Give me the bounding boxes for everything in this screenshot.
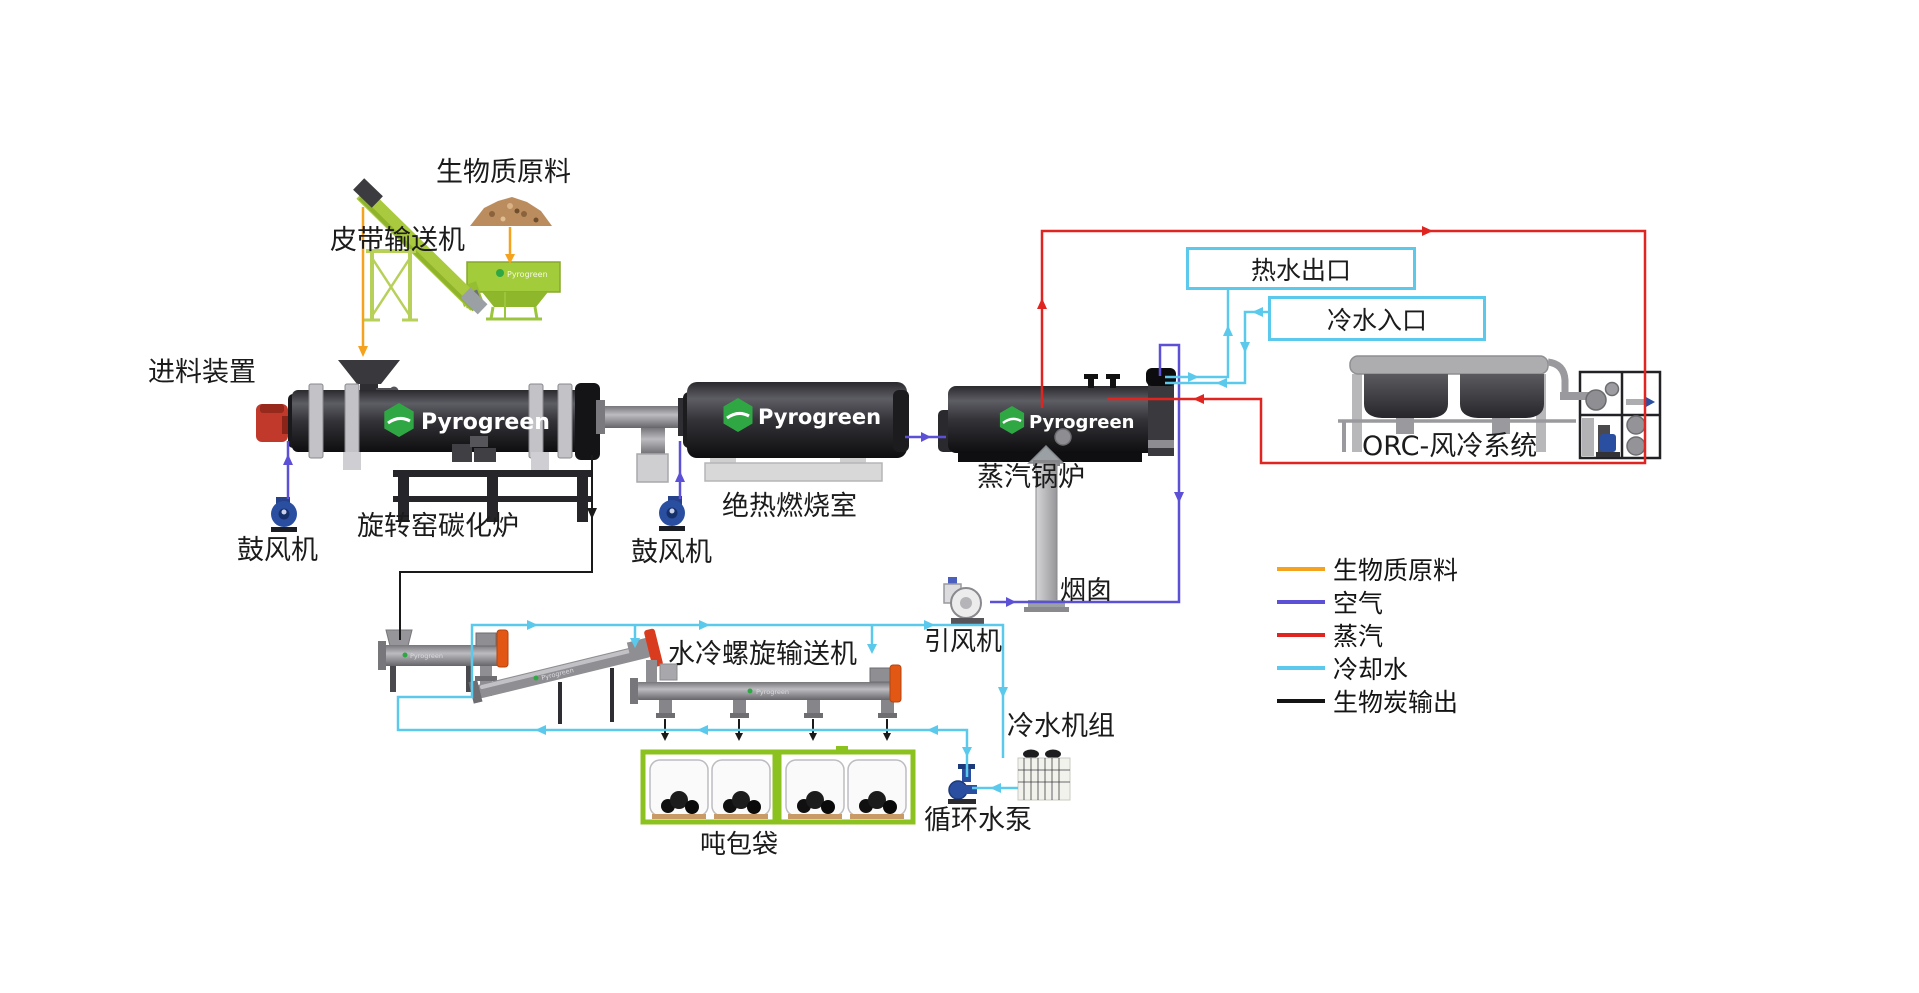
brand-text-screener: Pyrogreen: [507, 270, 548, 279]
bag-3: [785, 759, 845, 819]
label-belt-conveyor: 皮带输送机: [330, 225, 465, 256]
label-steam-boiler: 蒸汽锅炉: [977, 462, 1085, 493]
legend-swatch-biomass: [1277, 566, 1325, 571]
screening-machine: Pyrogreen: [457, 261, 561, 321]
cold-water-inlet-box: 冷水入口: [1268, 296, 1486, 341]
induced-draft-fan: [943, 577, 984, 624]
label-combustion-chamber: 绝热燃烧室: [722, 491, 857, 522]
biochar-arrows: [587, 508, 891, 741]
bag-2: [711, 759, 771, 819]
legend-item-biochar: 生物炭输出: [1277, 684, 1458, 717]
chiller-unit: [1017, 749, 1071, 801]
brand-text-boiler: Pyrogreen: [1029, 412, 1135, 433]
legend-item-cooling-water: 冷却水: [1277, 651, 1458, 684]
circulating-pump: [948, 764, 977, 804]
legend-label-cooling-water: 冷却水: [1333, 654, 1409, 684]
cooling-water-lines: [396, 286, 1268, 790]
screw-conveyor-a: Pyrogreen: [378, 629, 509, 696]
steam-arrows: [1037, 226, 1433, 404]
combustion-chamber: Pyrogreen: [683, 382, 909, 482]
steam-boiler: Pyrogreen: [938, 368, 1176, 462]
air-arrows: [283, 432, 1184, 607]
biomass-lines: [361, 207, 512, 350]
label-ton-bags: 吨包袋: [700, 830, 779, 860]
hot-water-outlet-box: 热水出口: [1186, 247, 1416, 290]
legend-label-air: 空气: [1333, 588, 1384, 618]
blower-left: [271, 497, 297, 532]
steam-lines: [1040, 229, 1647, 465]
legend-swatch-biochar: [1277, 698, 1325, 703]
screw-conveyor-c: Pyrogreen: [630, 664, 902, 718]
legend-swatch-cooling-water: [1277, 665, 1325, 670]
label-rotary-kiln: 旋转窑碳化炉: [357, 511, 519, 542]
label-feeding-device: 进料装置: [148, 357, 256, 388]
ton-bags: [640, 746, 916, 825]
label-chimney: 烟囱: [1060, 576, 1113, 606]
label-orc-system: ORC-风冷系统: [1362, 431, 1538, 462]
legend-item-air: 空气: [1277, 585, 1458, 618]
legend-swatch-air: [1277, 599, 1325, 604]
biomass-arrows: [358, 254, 515, 357]
burner: [256, 404, 288, 442]
label-blower-mid: 鼓风机: [631, 537, 712, 568]
biomass-pile: [470, 197, 552, 226]
label-screw-conveyor: 水冷螺旋输送机: [668, 639, 857, 670]
legend-swatch-steam: [1277, 632, 1325, 637]
legend-item-steam: 蒸汽: [1277, 618, 1458, 651]
kiln-exhaust-duct: [596, 398, 690, 483]
legend: 生物质原料 空气 蒸汽 冷却水 生物炭输出: [1277, 552, 1458, 717]
label-chiller-unit: 冷水机组: [1007, 711, 1115, 742]
blower-mid: [659, 496, 685, 531]
cold-water-inlet-text: 冷水入口: [1326, 305, 1427, 335]
legend-label-steam: 蒸汽: [1333, 621, 1384, 651]
orc-air-cooler: [1338, 355, 1576, 452]
bag-1: [649, 759, 709, 819]
brand-text-chamber: Pyrogreen: [758, 405, 881, 429]
cooling-water-arrows: [527, 307, 1263, 793]
belt-conveyor: [353, 178, 488, 322]
rotary-kiln: Pyrogreen: [256, 383, 600, 522]
bag-4: [847, 759, 907, 819]
label-biomass-feedstock: 生物质原料: [436, 157, 571, 188]
legend-item-biomass: 生物质原料: [1277, 552, 1458, 585]
orc-pump-module: [1560, 370, 1662, 460]
legend-label-biomass: 生物质原料: [1333, 555, 1459, 585]
hot-water-outlet-text: 热水出口: [1250, 255, 1351, 285]
brand-text-conveyor-a: Pyrogreen: [410, 652, 443, 660]
legend-label-biochar: 生物炭输出: [1333, 687, 1459, 717]
air-lines: [286, 343, 1181, 604]
chimney: [1024, 444, 1069, 612]
label-circulating-pump: 循环水泵: [924, 805, 1032, 836]
label-induced-draft-fan: 引风机: [924, 627, 1003, 657]
brand-text-conveyor-c: Pyrogreen: [756, 688, 789, 696]
label-blower-left: 鼓风机: [237, 535, 318, 566]
brand-text-kiln: Pyrogreen: [421, 410, 550, 435]
